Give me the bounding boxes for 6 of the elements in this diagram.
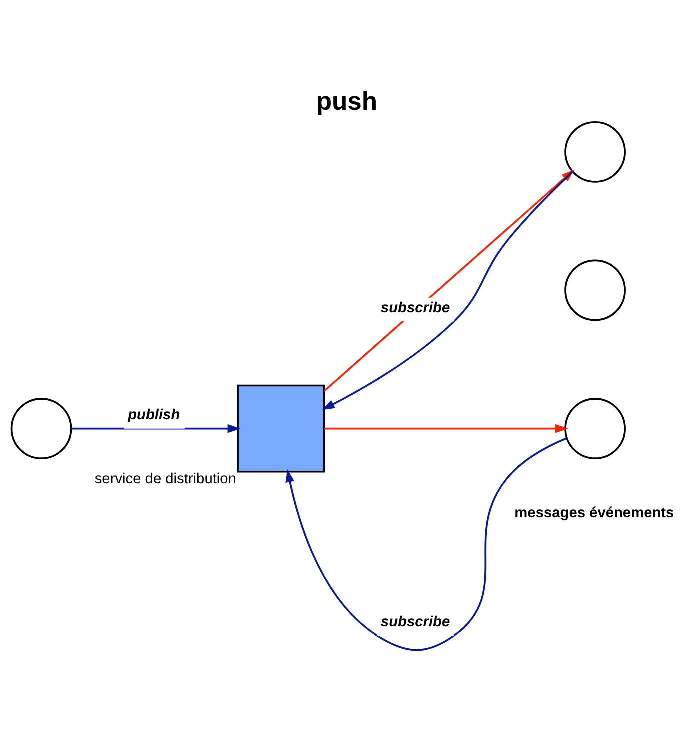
diagram-title: push xyxy=(316,87,378,116)
edge-label: subscribe xyxy=(380,300,450,316)
edge-label: subscribe xyxy=(380,614,450,630)
node-label: service de distribution xyxy=(94,471,236,488)
edge-label: publish xyxy=(128,406,180,423)
label: messages événements xyxy=(514,504,674,521)
